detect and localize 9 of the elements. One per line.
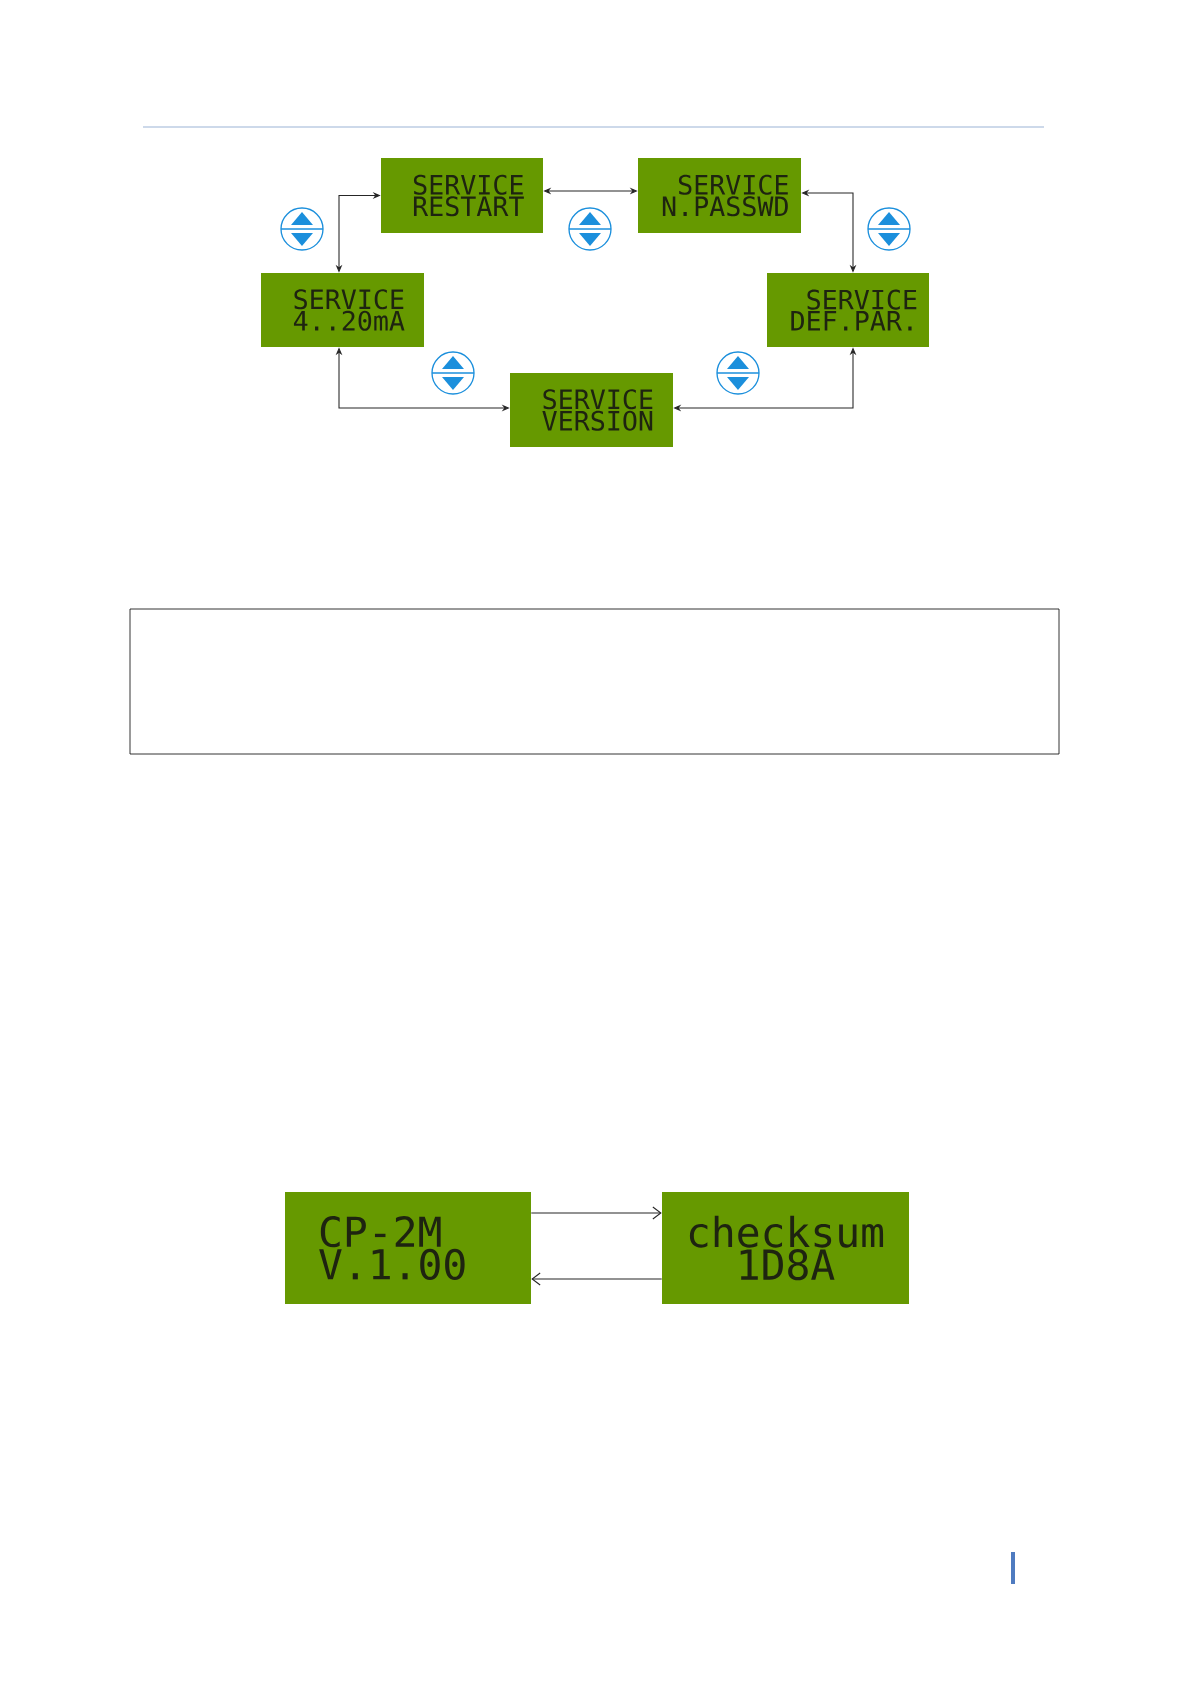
arrow — [531, 1272, 663, 1286]
lcd-screen: CP-2M V.1.00 — [285, 1192, 531, 1304]
lcd-screen: SERVICE RESTART — [381, 158, 543, 233]
arrow — [530, 1206, 662, 1220]
lcd-screen: SERVICE DEF.PAR. — [767, 273, 929, 347]
lcd-screen: SERVICE N.PASSWD — [638, 158, 801, 233]
lcd-screen: checksum 1D8A — [662, 1192, 909, 1304]
lcd-screen: SERVICE 4..20mA — [261, 273, 424, 347]
lcd-screen: SERVICE VERSION — [510, 373, 673, 447]
